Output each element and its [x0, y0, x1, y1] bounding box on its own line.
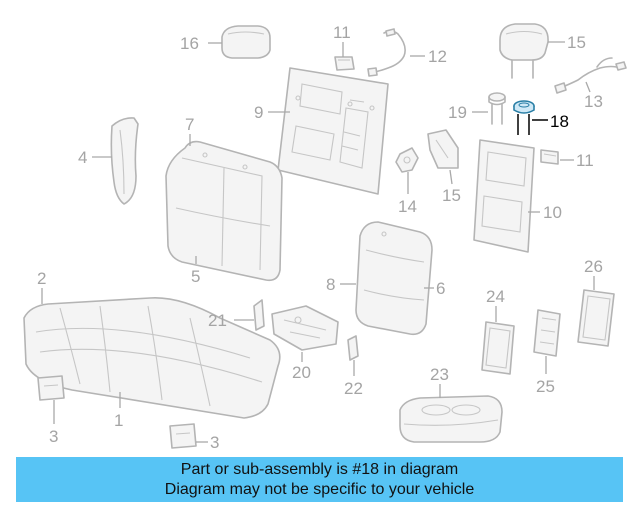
part-3-clip-left — [37, 375, 65, 401]
callout-16: 15 — [567, 33, 586, 52]
part-25-pad — [533, 309, 561, 357]
callout-23: 23 — [430, 365, 449, 384]
leader-lines — [41, 41, 595, 443]
part-21-hook — [253, 299, 265, 331]
callout-20: 20 — [292, 363, 311, 382]
callout-22: 22 — [344, 379, 363, 398]
callout-19: 19 — [448, 103, 467, 122]
part-10-back-frame — [473, 139, 535, 253]
banner-line-1: Part or sub-assembly is #18 in diagram — [180, 460, 459, 478]
part-1-seat-cushion — [23, 297, 281, 419]
callout-1: 1 — [114, 411, 123, 430]
callout-17: 16 — [180, 34, 199, 53]
part-13-harness — [554, 57, 627, 94]
callout-4: 4 — [78, 148, 87, 167]
callout-24: 24 — [486, 287, 505, 306]
info-banner: Part or sub-assembly is #18 in diagram D… — [16, 457, 623, 502]
part-6-seat-back-right — [355, 221, 433, 336]
part-17-headrest — [221, 25, 271, 59]
part-9-back-frame — [277, 67, 389, 195]
callout-21: 21 — [208, 311, 227, 330]
part-26-panel — [577, 289, 615, 347]
part-11-clip-upper — [334, 56, 355, 71]
part-15-bracket — [427, 129, 459, 169]
callout-7: 7 — [185, 115, 194, 134]
callout-11-right: 11 — [576, 151, 594, 170]
callout-18-highlighted: 18 — [550, 112, 569, 131]
callout-2: 2 — [37, 269, 46, 288]
callout-14: 14 — [398, 197, 417, 216]
part-24-pad — [481, 321, 515, 375]
banner-line-2: Diagram may not be specific to your vehi… — [164, 480, 475, 498]
callout-9: 9 — [254, 103, 263, 122]
callout-8: 8 — [326, 275, 335, 294]
part-20-bracket — [271, 305, 339, 351]
callout-15: 15 — [442, 186, 461, 205]
callout-6: 6 — [436, 279, 445, 298]
callout-12: 12 — [428, 47, 447, 66]
part-23-armrest — [399, 395, 503, 443]
callout-5: 5 — [191, 267, 200, 286]
part-12-harness — [367, 28, 406, 77]
callout-25: 25 — [536, 377, 555, 396]
callout-26: 26 — [584, 257, 603, 276]
callout-13: 13 — [584, 92, 603, 111]
callout-11-upper: 11 — [333, 23, 351, 42]
part-11-clip-right — [540, 149, 559, 165]
callout-labels: 16 11 12 15 13 19 18 9 11 4 7 14 15 10 5… — [37, 23, 603, 452]
part-3-clip-bottom — [169, 423, 197, 449]
part-19-guide — [488, 92, 506, 125]
callout-3-bottom: 3 — [210, 433, 219, 452]
callout-3-left: 3 — [49, 427, 58, 446]
parts-diagram: 16 11 12 15 13 19 18 9 11 4 7 14 15 10 5… — [23, 23, 627, 452]
part-5-seat-back — [165, 140, 283, 282]
part-16-headrest — [499, 23, 549, 79]
part-4-side-bolster — [110, 117, 139, 205]
part-14-latch — [395, 147, 419, 173]
part-22-bracket — [347, 335, 359, 361]
part-18-headrest-guide — [513, 100, 535, 135]
callout-10: 10 — [543, 203, 562, 222]
